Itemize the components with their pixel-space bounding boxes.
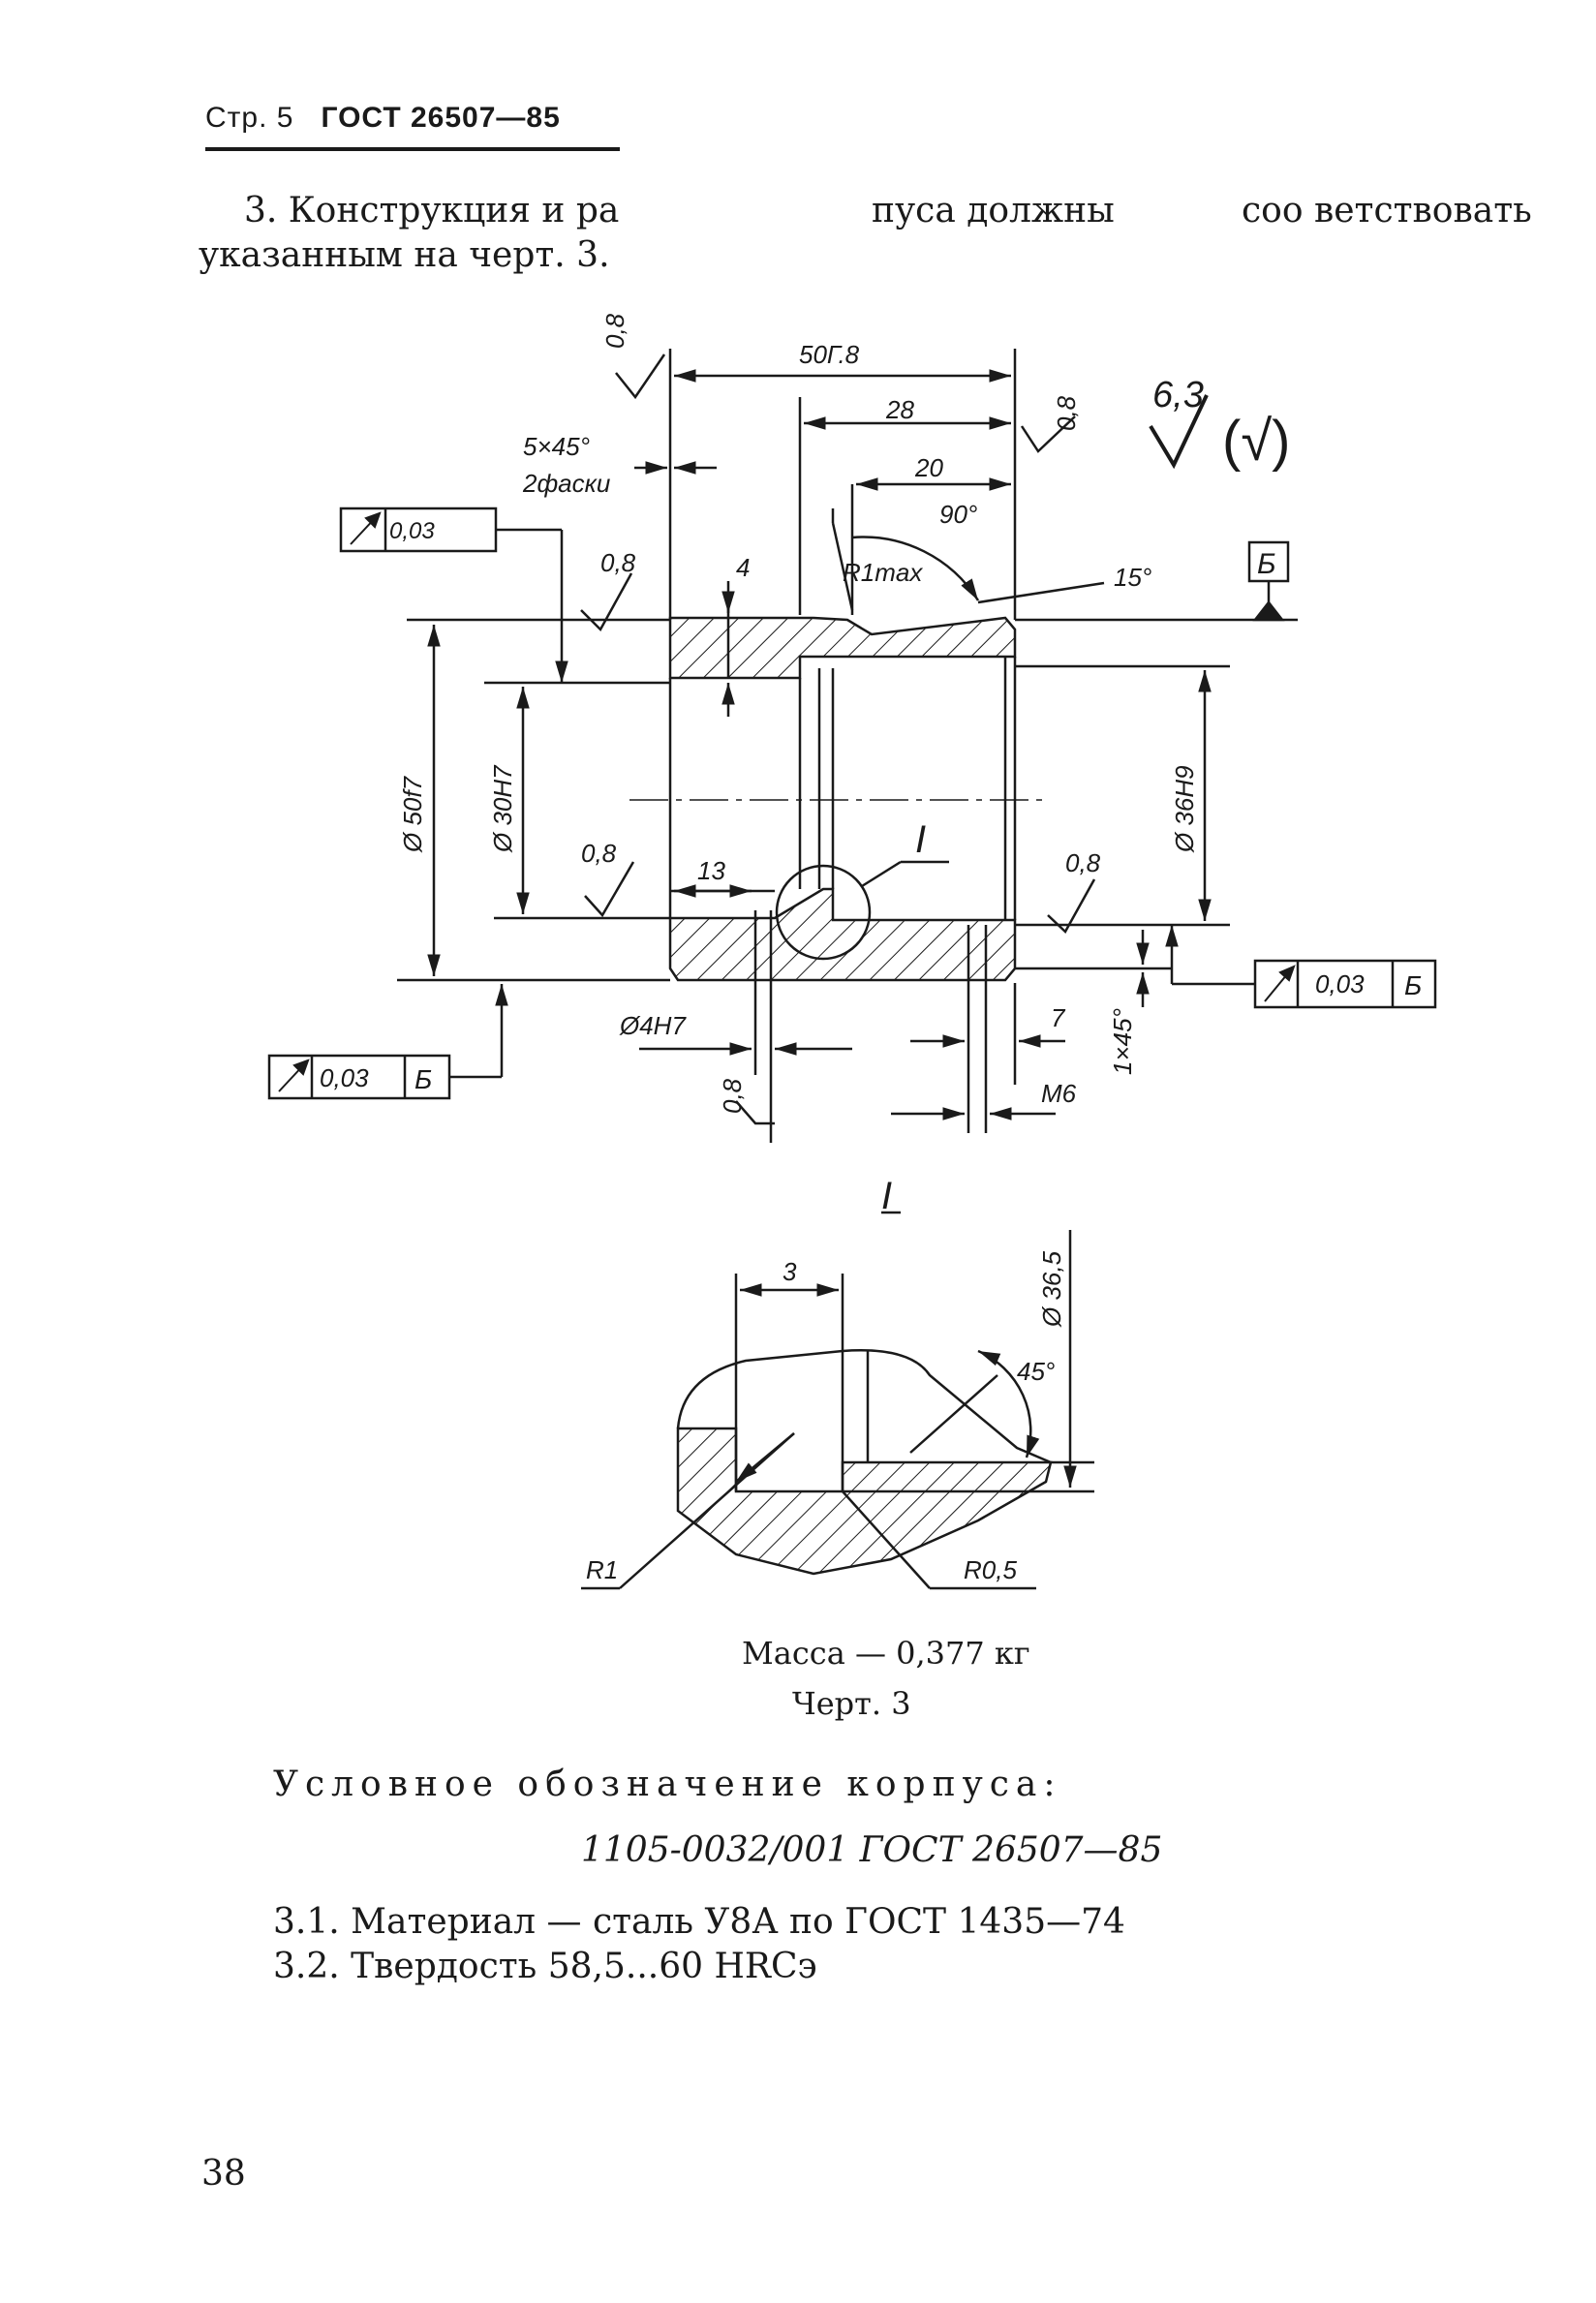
detail-ref: I xyxy=(915,818,926,861)
page-label: Стр. 5 xyxy=(205,102,294,134)
dim-dia-4: Ø4H7 xyxy=(619,1011,687,1040)
intro-part3: соо ветствовать xyxy=(1242,191,1532,230)
designation-code: 1105-0032/001 ГОСТ 26507—85 xyxy=(581,1830,1163,1870)
item-material: 3.1. Материал — сталь У8А по ГОСТ 1435—7… xyxy=(273,1902,1125,1942)
roughness-08-b: 0,8 xyxy=(1052,395,1081,431)
item-hardness: 3.2. Твердость 58,5...60 HRCэ xyxy=(273,1947,817,1986)
dim-m6: M6 xyxy=(1041,1079,1077,1108)
dim-r1max: R1max xyxy=(843,558,923,587)
roughness-08-d: 0,8 xyxy=(581,839,617,868)
runout-datum-left: Б xyxy=(414,1064,432,1094)
detail-label: I xyxy=(881,1175,892,1217)
header-rule xyxy=(205,147,620,151)
runout-value-right: 0,03 xyxy=(1315,969,1365,998)
roughness-08-e: 0,8 xyxy=(1065,848,1101,877)
datum-label: Б xyxy=(1257,548,1276,580)
detail-dia: Ø 36,5 xyxy=(1037,1250,1066,1328)
page-header: Стр. 5 ГОСТ 26507—85 xyxy=(205,102,561,135)
body-section xyxy=(668,616,1017,982)
detail-r1: R1 xyxy=(586,1555,618,1584)
intro-line2: указанным на черт. 3. xyxy=(199,235,610,275)
roughness-bracket: (√) xyxy=(1222,410,1290,473)
detail-dim-3: 3 xyxy=(783,1257,797,1286)
dim-4: 4 xyxy=(736,553,750,582)
roughness-08-a: 0,8 xyxy=(600,313,629,349)
roughness-08-c: 0,8 xyxy=(600,548,636,577)
dim-chamfer-note: 2фаски xyxy=(522,469,610,498)
dim-28: 28 xyxy=(885,395,914,424)
mass-caption: Масса — 0,377 кг xyxy=(742,1635,1030,1672)
intro-part2: пуса должны xyxy=(872,191,1115,230)
page-number: 38 xyxy=(201,2154,246,2194)
runout-value-top: 0,03 xyxy=(389,518,435,544)
dim-dia-50: Ø 50f7 xyxy=(398,775,427,853)
detail-angle: 45° xyxy=(1017,1357,1055,1386)
dim-angle-90: 90° xyxy=(939,500,977,529)
designation-label: Условное обозначение корпуса: xyxy=(273,1765,1062,1804)
roughness-general: 6,3 xyxy=(1152,375,1204,415)
dim-20: 20 xyxy=(914,453,943,482)
standard-number: ГОСТ 26507—85 xyxy=(321,102,561,134)
dim-dia-36: Ø 36H9 xyxy=(1170,765,1199,853)
dim-chamfer: 5×45° xyxy=(523,432,590,461)
runout-datum-right: Б xyxy=(1404,970,1422,1000)
figure-caption: Черт. 3 xyxy=(792,1685,911,1722)
detail-r05: R0,5 xyxy=(964,1555,1017,1584)
dim-13: 13 xyxy=(697,856,725,885)
runout-value-left: 0,03 xyxy=(320,1063,369,1092)
roughness-08-f: 0,8 xyxy=(718,1078,747,1114)
dim-angle-15: 15° xyxy=(1114,563,1151,592)
detail-view xyxy=(581,1211,1094,1590)
dim-overall: 50Г.8 xyxy=(799,340,860,369)
dim-dia-30: Ø 30H7 xyxy=(488,764,517,853)
intro-part1: 3. Конструкция и ра xyxy=(244,191,620,230)
dim-1x45: 1×45° xyxy=(1108,1008,1137,1075)
dim-7: 7 xyxy=(1051,1003,1066,1032)
